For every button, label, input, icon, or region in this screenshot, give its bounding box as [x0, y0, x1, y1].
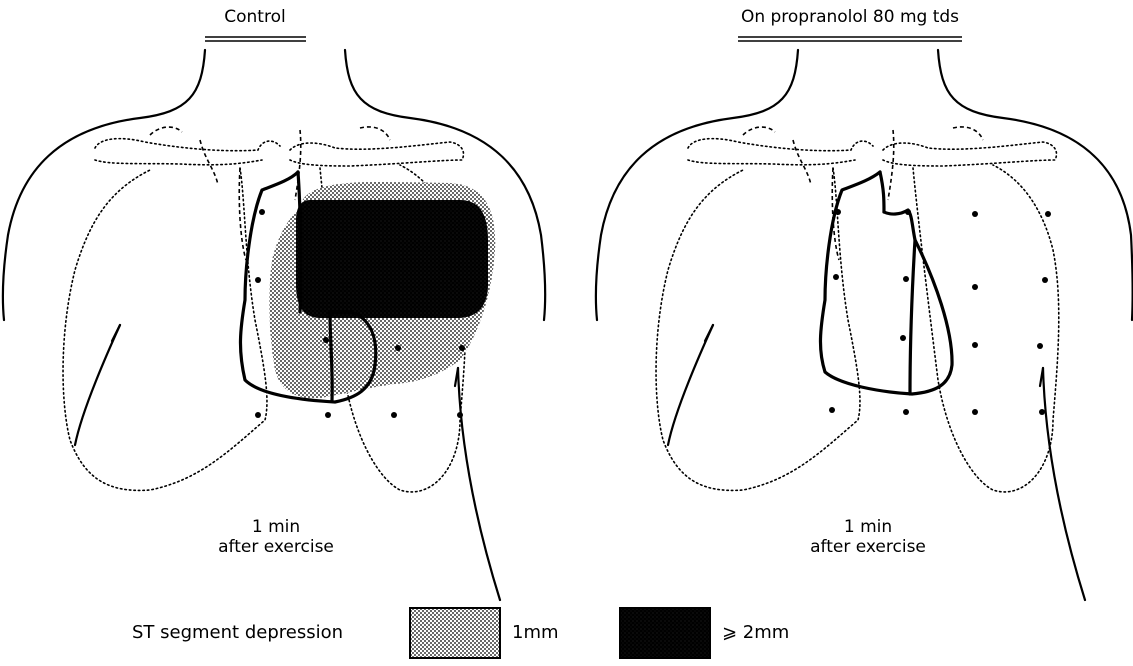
arm-line	[668, 325, 713, 445]
electrode-dot	[972, 284, 978, 290]
rib-fragment	[150, 127, 182, 135]
electrode-dot	[395, 345, 401, 351]
clavicle-outline	[883, 142, 1057, 166]
caption-line2: after exercise	[810, 537, 926, 557]
rib-fragment	[743, 127, 775, 135]
electrode-dot	[1045, 211, 1051, 217]
panel-propranolol: On propranolol 80 mg tds	[596, 7, 1133, 600]
rib-fragment	[793, 140, 811, 185]
heart-outline	[880, 172, 884, 212]
rib-fragment	[200, 140, 218, 185]
legend-item-label: 1mm	[512, 622, 559, 643]
electrode-dot	[259, 209, 265, 215]
left-lung-outline	[63, 168, 267, 490]
caption-line1: 1 min	[844, 517, 892, 537]
electrode-dot	[903, 409, 909, 415]
electrode-dot	[1037, 343, 1043, 349]
arm-line	[1043, 368, 1085, 600]
legend-item-label: ⩾ 2mm	[722, 622, 789, 643]
arm-line	[75, 325, 120, 445]
electrode-dot	[903, 276, 909, 282]
clavicle-outline	[688, 139, 873, 151]
legend-swatch-1mm	[410, 608, 500, 658]
electrode-dot	[835, 209, 841, 215]
left-lung-outline	[656, 168, 860, 490]
legend-swatch-2mm	[620, 608, 710, 658]
electrode-dot	[255, 277, 261, 283]
legend-label: ST segment depression	[132, 622, 343, 643]
electrode-dot	[323, 337, 329, 343]
electrode-dot	[1042, 277, 1048, 283]
right-lung-outline	[913, 165, 1059, 492]
st-depression-2mm-region	[296, 200, 488, 318]
torso-outline	[938, 50, 1133, 320]
electrode-dot	[457, 412, 463, 418]
clavicle-outline	[95, 160, 262, 165]
torso-outline	[3, 50, 205, 320]
electrode-dot	[900, 335, 906, 341]
electrode-dot	[325, 412, 331, 418]
clavicle-outline	[290, 142, 464, 166]
heart-outline	[910, 240, 915, 394]
rib-fragment	[953, 127, 983, 140]
electrode-dots	[829, 209, 1051, 415]
electrode-dot	[972, 409, 978, 415]
electrode-dot	[829, 407, 835, 413]
panel-control: Control	[3, 7, 545, 600]
electrode-dot	[905, 209, 911, 215]
electrode-dot	[833, 274, 839, 280]
panel-title-propranolol: On propranolol 80 mg tds	[741, 7, 959, 27]
electrode-dot	[459, 345, 465, 351]
electrode-dot	[972, 211, 978, 217]
rib-fragment	[888, 130, 894, 200]
torso-outline	[596, 50, 798, 320]
electrode-dot	[391, 412, 397, 418]
clavicle-outline	[688, 160, 855, 165]
electrode-dot	[972, 342, 978, 348]
electrode-dot	[1039, 409, 1045, 415]
legend: ST segment depression 1mm ⩾ 2mm	[132, 608, 789, 658]
arm-line	[112, 325, 120, 341]
panel-title-control: Control	[224, 7, 285, 27]
caption-line2: after exercise	[218, 537, 334, 557]
electrode-dot	[255, 412, 261, 418]
clavicle-outline	[95, 139, 280, 151]
arm-line	[705, 325, 713, 341]
arm-line	[458, 368, 500, 600]
caption-line1: 1 min	[252, 517, 300, 537]
heart-outline	[820, 172, 952, 394]
rib-fragment	[360, 127, 390, 140]
